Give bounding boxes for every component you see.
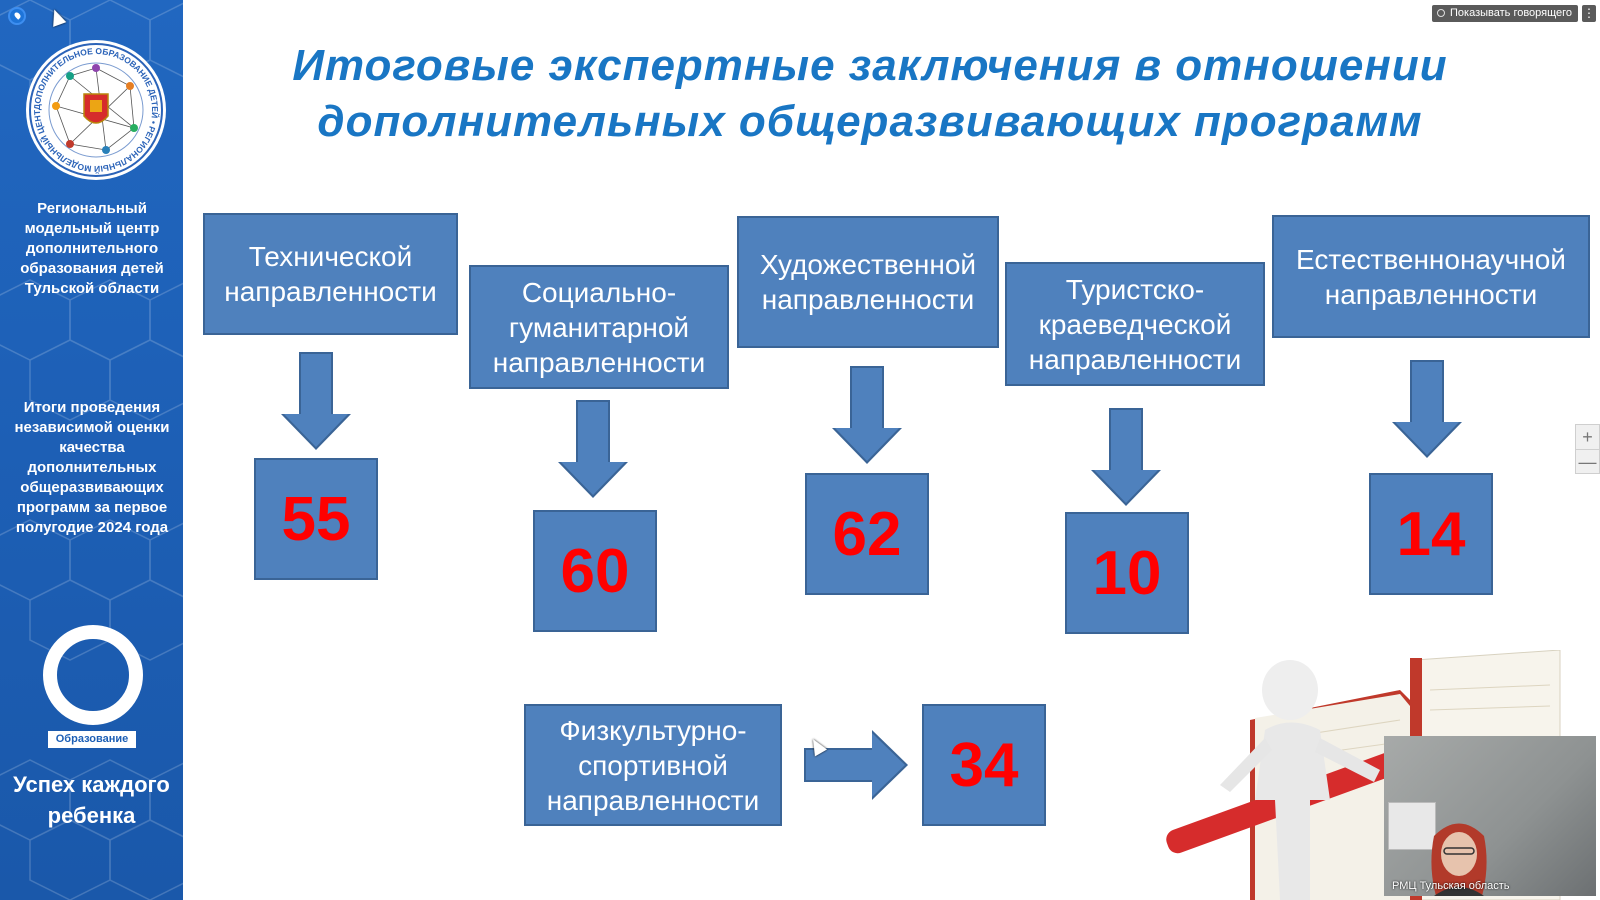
value-box-science: 14 bbox=[1369, 473, 1493, 595]
logo-emblem: ДОПОЛНИТЕЛЬНОЕ ОБРАЗОВАНИЕ ДЕТЕЙ • РЕГИО… bbox=[26, 40, 163, 177]
value-box-technical: 55 bbox=[254, 458, 378, 580]
value-box-sport: 34 bbox=[922, 704, 1046, 826]
arrow-down-icon bbox=[1392, 360, 1462, 458]
direction-box-social: Социально-гуманитарной направленности bbox=[469, 265, 729, 389]
sidebar: ДОПОЛНИТЕЛЬНОЕ ОБРАЗОВАНИЕ ДЕТЕЙ • РЕГИО… bbox=[0, 0, 183, 900]
printer-shape bbox=[1388, 802, 1436, 850]
zoom-controls: + — bbox=[1575, 424, 1600, 474]
direction-label: Физкультурно-спортивной направленности bbox=[546, 714, 760, 816]
zoom-out-button[interactable]: — bbox=[1576, 449, 1599, 474]
participant-person-silhouette bbox=[1431, 823, 1487, 896]
app-menu-icon[interactable] bbox=[8, 7, 26, 25]
more-options-icon[interactable]: ⋮ bbox=[1582, 5, 1596, 22]
rmc-logo: ДОПОЛНИТЕЛЬНОЕ ОБРАЗОВАНИЕ ДЕТЕЙ • РЕГИО… bbox=[26, 40, 166, 180]
slide-title: Итоговые экспертные заключения в отношен… bbox=[200, 38, 1540, 150]
report-title: Итоги проведения независимой оценки каче… bbox=[14, 399, 170, 536]
direction-box-technical: Технической направленности bbox=[203, 213, 458, 335]
direction-label: Художественной направленности bbox=[759, 249, 977, 315]
direction-box-tourism: Туристско-краеведческой направленности bbox=[1005, 262, 1265, 386]
direction-label: Технической направленности bbox=[224, 241, 437, 307]
direction-box-sport: Физкультурно-спортивной направленности bbox=[524, 704, 782, 826]
education-badge: Образование bbox=[48, 731, 136, 748]
arrow-down-icon bbox=[1091, 408, 1161, 506]
arrow-down-icon bbox=[281, 352, 351, 450]
slide-title-line2: дополнительных общеразвивающих программ bbox=[317, 97, 1423, 146]
direction-label: Естественнонаучной направленности bbox=[1296, 243, 1566, 310]
zoom-in-button[interactable]: + bbox=[1582, 427, 1593, 447]
arrow-right-icon bbox=[804, 730, 908, 800]
hex-pattern-background bbox=[0, 0, 183, 900]
value-box-tourism: 10 bbox=[1065, 512, 1189, 634]
person-icon bbox=[1437, 9, 1445, 17]
show-speaker-label: Показывать говорящего bbox=[1450, 7, 1573, 19]
value-box-art: 62 bbox=[805, 473, 929, 595]
arrow-down-icon bbox=[558, 400, 628, 498]
org-name: Региональный модельный центр дополнитель… bbox=[20, 200, 164, 297]
participant-name-label: РМЦ Тульская область bbox=[1392, 880, 1510, 892]
direction-box-science: Естественнонаучной направленности bbox=[1272, 215, 1590, 338]
motto: Успех каждого ребенка bbox=[13, 772, 170, 828]
arrow-down-icon bbox=[832, 366, 902, 464]
direction-label: Социально-гуманитарной направленности bbox=[492, 276, 706, 378]
direction-label: Туристско-краеведческой направленности bbox=[1028, 273, 1242, 375]
slide-title-line1: Итоговые экспертные заключения в отношен… bbox=[292, 41, 1448, 90]
direction-box-art: Художественной направленности bbox=[737, 216, 999, 348]
participant-video-tile[interactable]: РМЦ Тульская область bbox=[1384, 736, 1596, 896]
value-box-social: 60 bbox=[533, 510, 657, 632]
education-ring-logo bbox=[43, 625, 143, 725]
show-speaker-button[interactable]: Показывать говорящего bbox=[1432, 5, 1578, 22]
